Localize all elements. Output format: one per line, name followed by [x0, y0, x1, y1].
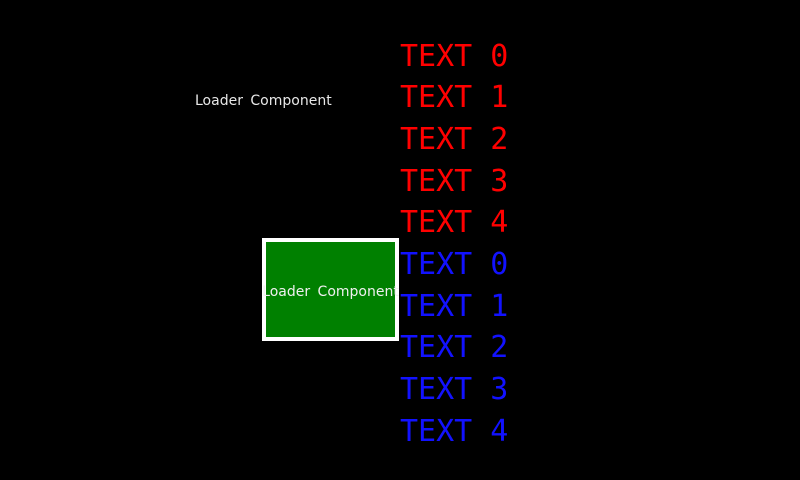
text-item-blue-2: TEXT 2 — [400, 330, 509, 365]
text-item-red-1: TEXT 1 — [400, 80, 509, 115]
text-item-red-4: TEXT 4 — [400, 205, 509, 240]
text-item-red-0: TEXT 0 — [400, 39, 509, 74]
loader-component-label: Loader Component — [195, 93, 332, 109]
text-item-blue-1: TEXT 1 — [400, 289, 509, 324]
text-item-blue-3: TEXT 3 — [400, 372, 509, 407]
text-item-blue-0: TEXT 0 — [400, 247, 509, 282]
text-item-blue-4: TEXT 4 — [400, 414, 509, 449]
loader-component-box-label: Loader Component — [262, 283, 399, 300]
loader-component-box[interactable]: Loader Component — [262, 238, 399, 341]
text-item-red-3: TEXT 3 — [400, 164, 509, 199]
text-item-red-2: TEXT 2 — [400, 122, 509, 157]
